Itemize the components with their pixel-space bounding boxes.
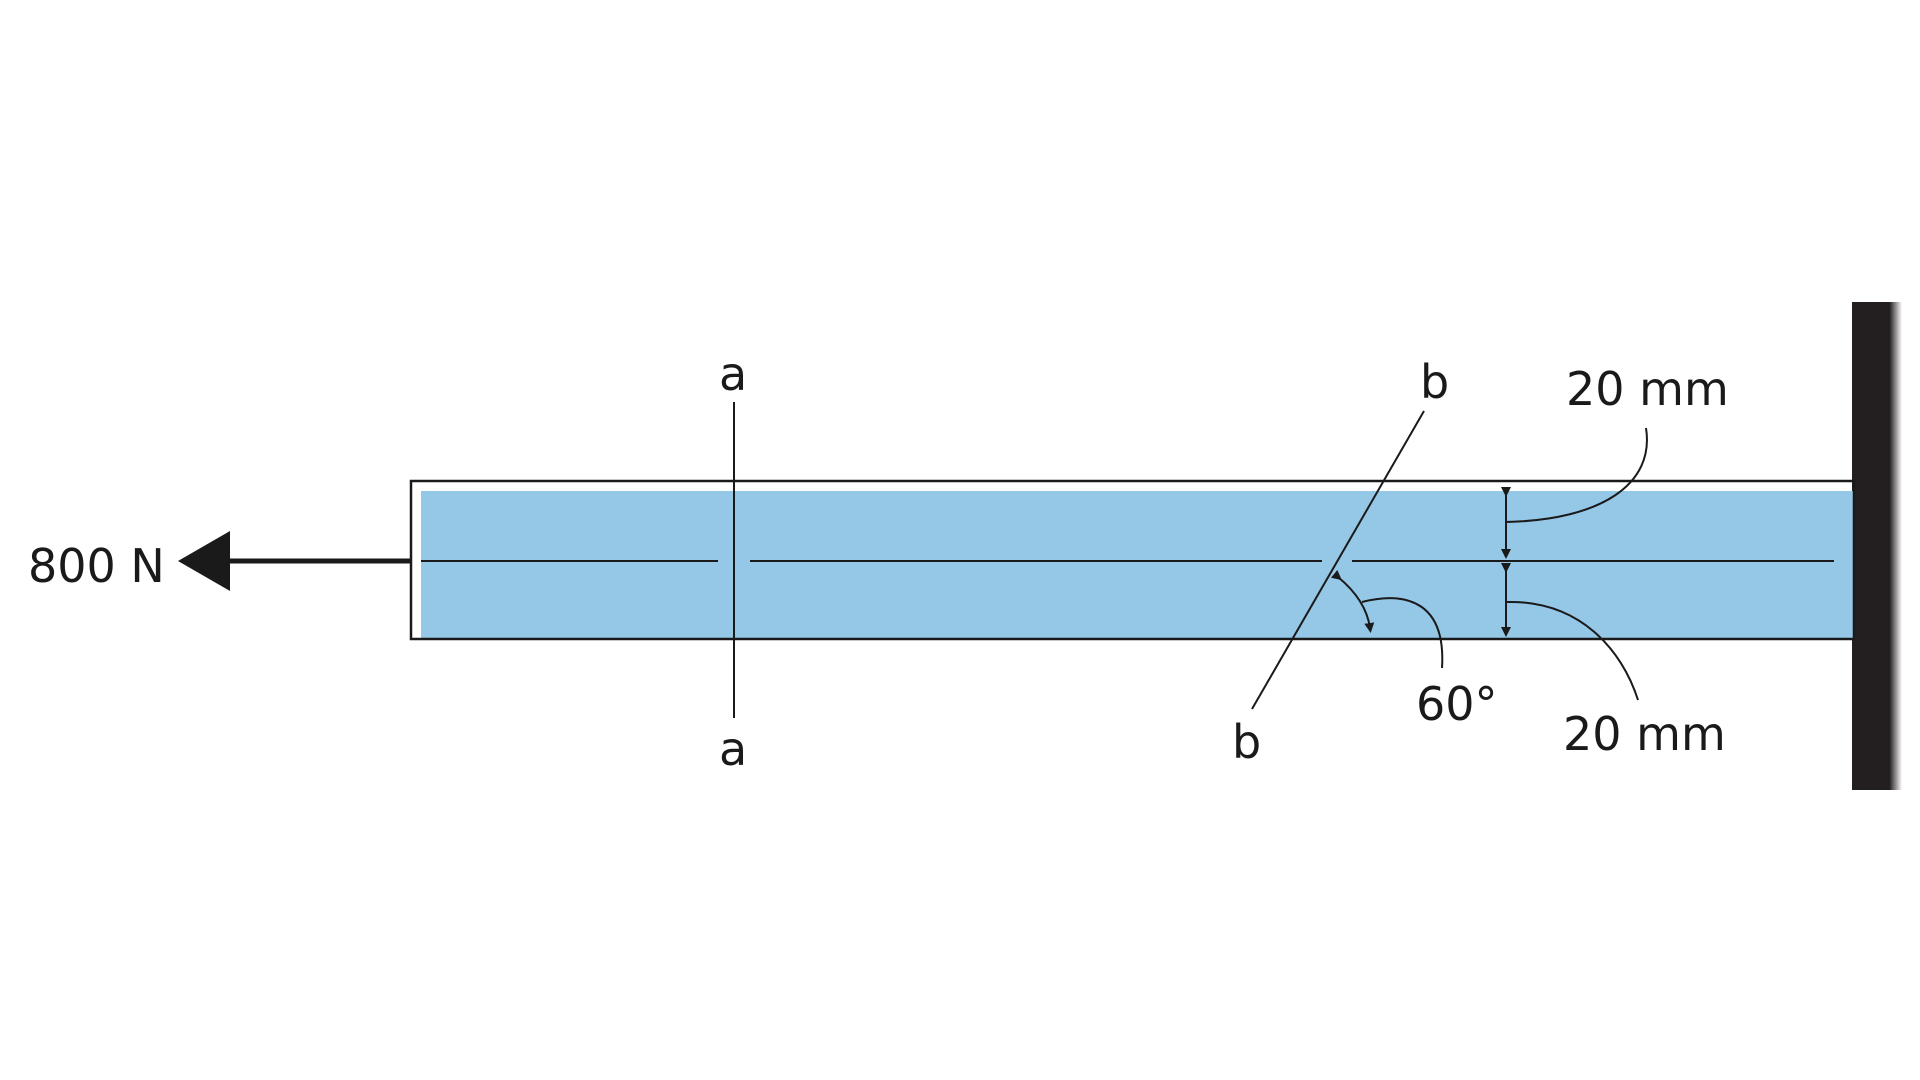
section-line-b [1251,410,1425,710]
section-label-a-top: a [719,347,747,401]
section-label-b-top: b [1420,355,1449,409]
lower-dimension-leader [1505,600,1639,701]
upper-dimension-leader [1505,427,1648,523]
force-label: 800 N [28,539,165,593]
angle-arc [1330,569,1375,633]
section-label-b-bottom: b [1232,715,1261,769]
force-arrowhead-icon [178,531,230,591]
section-label-a-bottom: a [719,722,747,776]
angle-leader [1361,597,1444,669]
lower-dimension-label: 20 mm [1563,707,1726,761]
bar-fill [421,491,1854,639]
upper-dimension-label: 20 mm [1566,362,1729,416]
angle-label: 60° [1416,677,1498,731]
fixed-wall [1852,302,1902,790]
